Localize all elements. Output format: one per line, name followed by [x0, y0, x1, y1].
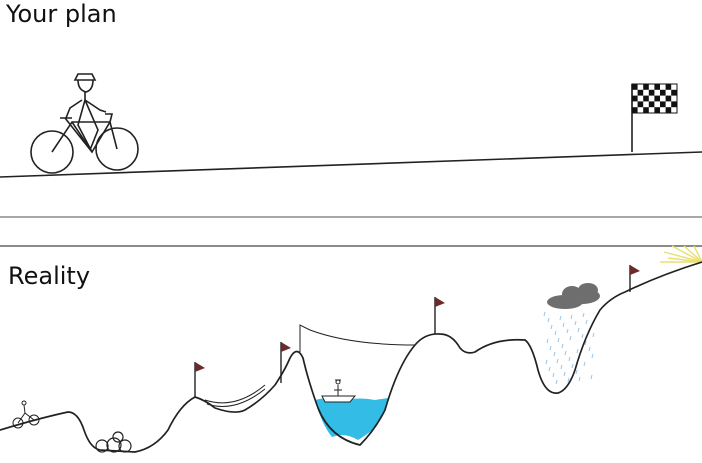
raindrop: [569, 335, 572, 341]
flag-icon: [280, 342, 291, 383]
checker-square: [660, 101, 666, 108]
checker-frame: [631, 83, 678, 114]
raindrop: [575, 369, 578, 375]
checker-square: [654, 107, 660, 113]
checker-square: [665, 84, 672, 90]
small-cyclist-icon: [12, 400, 40, 429]
raindrop: [592, 332, 595, 338]
raindrop: [588, 346, 591, 352]
zipline: [299, 324, 416, 352]
checker-square: [637, 101, 644, 108]
raindrop: [582, 312, 585, 318]
raindrop: [583, 361, 586, 367]
checker-square: [671, 101, 677, 108]
raindrop: [564, 350, 567, 356]
raindrop: [552, 372, 555, 378]
reality-title: Reality: [8, 262, 91, 290]
raindrop: [591, 353, 594, 359]
checker-square: [632, 107, 638, 113]
checker-square: [665, 107, 672, 113]
raindrop: [568, 356, 571, 362]
checker-square: [654, 95, 660, 102]
raindrop: [557, 337, 560, 343]
raindrop: [561, 343, 564, 349]
raindrop: [562, 322, 565, 328]
raindrop: [550, 324, 553, 330]
raindrop: [560, 364, 563, 370]
raindrop: [553, 351, 556, 357]
raindrop: [584, 340, 587, 346]
raindrop: [585, 319, 588, 325]
flag-icon: [194, 362, 205, 397]
raindrop: [546, 338, 549, 344]
raindrop: [545, 359, 548, 365]
checker-square: [648, 101, 655, 108]
raindrop: [566, 328, 569, 334]
plan-panel: [0, 73, 702, 178]
flag-icon: [629, 265, 640, 292]
checker-square: [660, 89, 666, 96]
checker-square: [643, 107, 649, 113]
raindrop: [549, 345, 552, 351]
bridge: [204, 384, 266, 407]
raindrop: [559, 315, 562, 321]
flag-icon: [434, 297, 445, 334]
raindrop: [571, 363, 574, 369]
terrain: [0, 261, 702, 453]
checkered-flag: [631, 83, 678, 114]
rain-cloud-icon: [547, 283, 600, 309]
flags: [194, 265, 640, 397]
raindrop: [554, 330, 557, 336]
raindrop: [556, 358, 559, 364]
checker-square: [632, 84, 638, 90]
rain: [543, 311, 595, 385]
sun-icon: [660, 245, 702, 263]
raindrop: [577, 327, 580, 333]
checker-square: [654, 84, 660, 90]
raindrop: [578, 376, 581, 382]
raindrop: [570, 314, 573, 320]
raindrop: [547, 317, 550, 323]
checker-square: [671, 89, 677, 96]
water: [315, 398, 388, 440]
boulders: [95, 431, 132, 453]
boat: [321, 379, 357, 403]
raindrop: [555, 379, 558, 385]
checker-square: [665, 95, 672, 102]
checker-square: [637, 89, 644, 96]
cyclist-icon: [30, 73, 139, 174]
checker-square: [643, 95, 649, 102]
raindrop: [543, 311, 546, 317]
raindrop: [581, 333, 584, 339]
plan-road: [0, 151, 702, 178]
raindrop: [574, 320, 577, 326]
checker-square: [632, 95, 638, 102]
raindrop: [563, 371, 566, 377]
raindrop: [567, 377, 570, 383]
plan-title: Your plan: [6, 0, 117, 28]
checker-square: [648, 89, 655, 96]
raindrop: [590, 374, 593, 380]
raindrop: [548, 366, 551, 372]
checker-square: [643, 84, 649, 90]
raindrop: [576, 348, 579, 354]
